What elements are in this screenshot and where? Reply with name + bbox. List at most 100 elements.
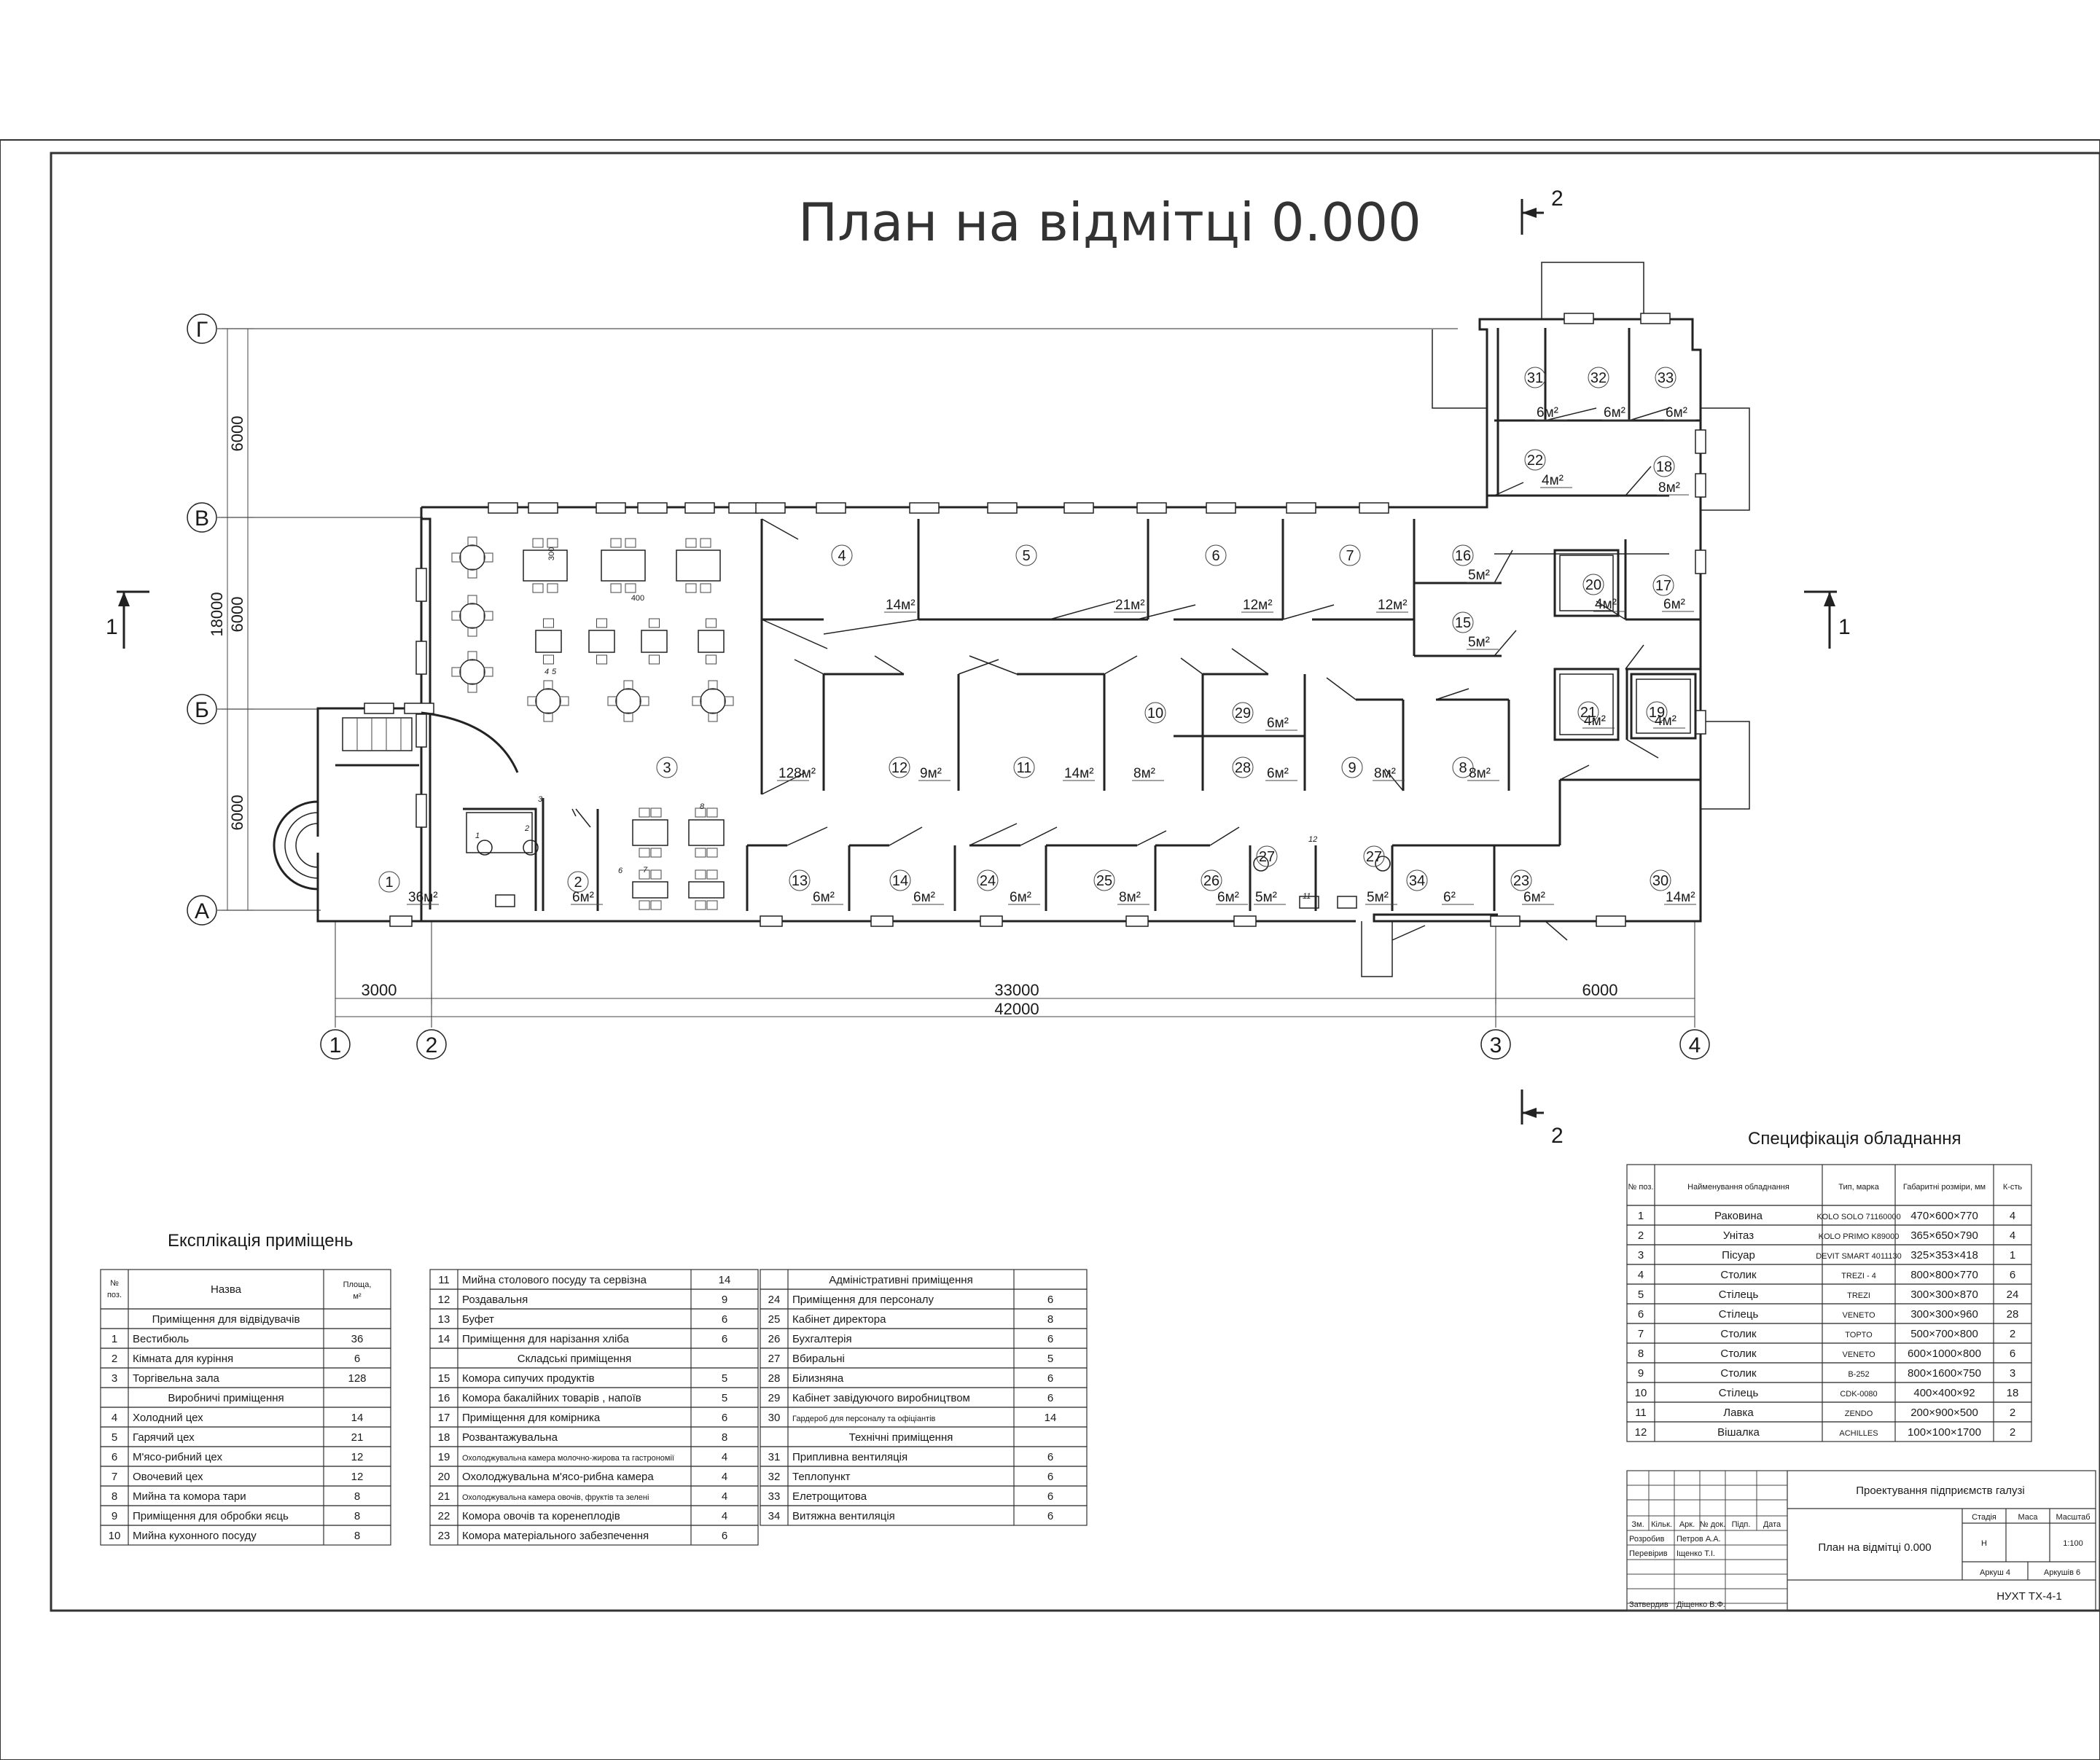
svg-text:18: 18 (438, 1431, 450, 1444)
door-leaf (1209, 826, 1240, 846)
table-row (760, 1505, 1088, 1526)
svg-text:19: 19 (1649, 705, 1665, 721)
door-leaf (1391, 925, 1426, 941)
svg-text:17: 17 (438, 1412, 450, 1424)
svg-text:6: 6 (1047, 1451, 1053, 1463)
svg-text:4м²: 4м² (1595, 597, 1617, 612)
window (816, 502, 846, 514)
svg-text:KOLO SOLO 71160000: KOLO SOLO 71160000 (1816, 1213, 1900, 1221)
svg-text:14: 14 (1045, 1412, 1057, 1424)
svg-text:4: 4 (838, 548, 846, 564)
svg-text:НУХТ ТХ-4-1: НУХТ ТХ-4-1 (1996, 1590, 2062, 1603)
chair (467, 595, 477, 605)
svg-text:Назва: Назва (211, 1283, 242, 1296)
section-mark-2: 2 2 (1521, 187, 1564, 1148)
door-leaf (575, 808, 591, 828)
svg-text:Виробничі приміщення: Виробничі приміщення (168, 1392, 284, 1404)
chair (467, 568, 477, 579)
svg-text:32: 32 (768, 1471, 781, 1483)
window (364, 703, 394, 714)
svg-text:6: 6 (2010, 1348, 2015, 1360)
svg-text:Іщенко Т.І.: Іщенко Т.І. (1677, 1549, 1715, 1558)
chair (639, 848, 650, 858)
svg-text:7: 7 (1346, 548, 1354, 564)
round-table (700, 688, 726, 714)
door-leaf (1180, 657, 1203, 675)
svg-text:6м²: 6м² (1604, 405, 1625, 421)
window (909, 502, 940, 514)
svg-text:№ док.: № док. (1700, 1520, 1725, 1529)
chair (625, 538, 636, 548)
svg-text:14м²: 14м² (1666, 890, 1695, 905)
chair (527, 696, 537, 706)
svg-text:B-252: B-252 (1848, 1370, 1869, 1379)
section-mark-1: 1 1 (106, 590, 1851, 649)
chair (639, 869, 650, 880)
svg-text:8: 8 (354, 1490, 360, 1503)
svg-text:Припливна вентиляція: Припливна вентиляція (792, 1451, 907, 1463)
svg-text:800×1600×750: 800×1600×750 (1908, 1367, 1981, 1380)
chair (639, 696, 649, 706)
svg-text:12: 12 (891, 760, 907, 776)
window (1695, 549, 1706, 574)
door-leaf (1136, 604, 1196, 620)
chair (467, 627, 477, 637)
svg-text:Складські приміщення: Складські приміщення (518, 1353, 631, 1365)
equipment-mark: 4 (544, 668, 549, 676)
window (1695, 429, 1706, 454)
svg-text:2: 2 (2010, 1426, 2015, 1439)
chair (543, 680, 553, 690)
svg-text:128: 128 (348, 1372, 366, 1385)
window (415, 568, 427, 602)
svg-text:6м²: 6м² (1537, 405, 1558, 421)
svg-text:14: 14 (438, 1333, 450, 1345)
svg-text:5м²: 5м² (1367, 890, 1389, 905)
svg-text:6м²: 6м² (1663, 597, 1685, 612)
svg-text:Технічні приміщення: Технічні приміщення (849, 1431, 953, 1444)
svg-text:27: 27 (768, 1353, 781, 1365)
svg-text:15: 15 (438, 1372, 450, 1385)
equipment-mark: 12 (1308, 835, 1317, 844)
door-leaf (786, 826, 828, 846)
chair (706, 618, 717, 628)
chair (695, 869, 706, 880)
chair (610, 583, 622, 593)
svg-text:325×353×418: 325×353×418 (1910, 1249, 1978, 1262)
equipment-mark: 6 (618, 867, 623, 875)
svg-text:36м²: 36м² (408, 890, 438, 905)
svg-text:32: 32 (1590, 370, 1607, 386)
svg-text:Гарячий цех: Гарячий цех (133, 1431, 195, 1444)
window (728, 502, 759, 514)
svg-text:6м²: 6м² (913, 890, 935, 905)
svg-text:14: 14 (719, 1274, 731, 1286)
svg-text:Лавка: Лавка (1723, 1407, 1754, 1419)
svg-text:№: № (110, 1279, 119, 1288)
svg-text:Зм.: Зм. (1631, 1520, 1644, 1529)
window (528, 502, 558, 514)
round-table (535, 688, 561, 714)
svg-text:Елетрощитова: Елетрощитова (792, 1490, 867, 1503)
equipment-mark: 2 (524, 824, 529, 833)
svg-text:DEVIT SMART 4011130: DEVIT SMART 4011130 (1816, 1252, 1902, 1261)
svg-text:1: 1 (106, 615, 118, 639)
chair (532, 583, 544, 593)
chair (467, 683, 477, 693)
svg-text:Вестибюль: Вестибюль (133, 1333, 189, 1345)
door-leaf (1545, 920, 1568, 941)
table (688, 819, 725, 846)
svg-text:5м²: 5м² (1468, 568, 1490, 583)
svg-text:30: 30 (768, 1412, 781, 1424)
svg-text:5: 5 (722, 1372, 727, 1385)
chair (650, 900, 662, 910)
